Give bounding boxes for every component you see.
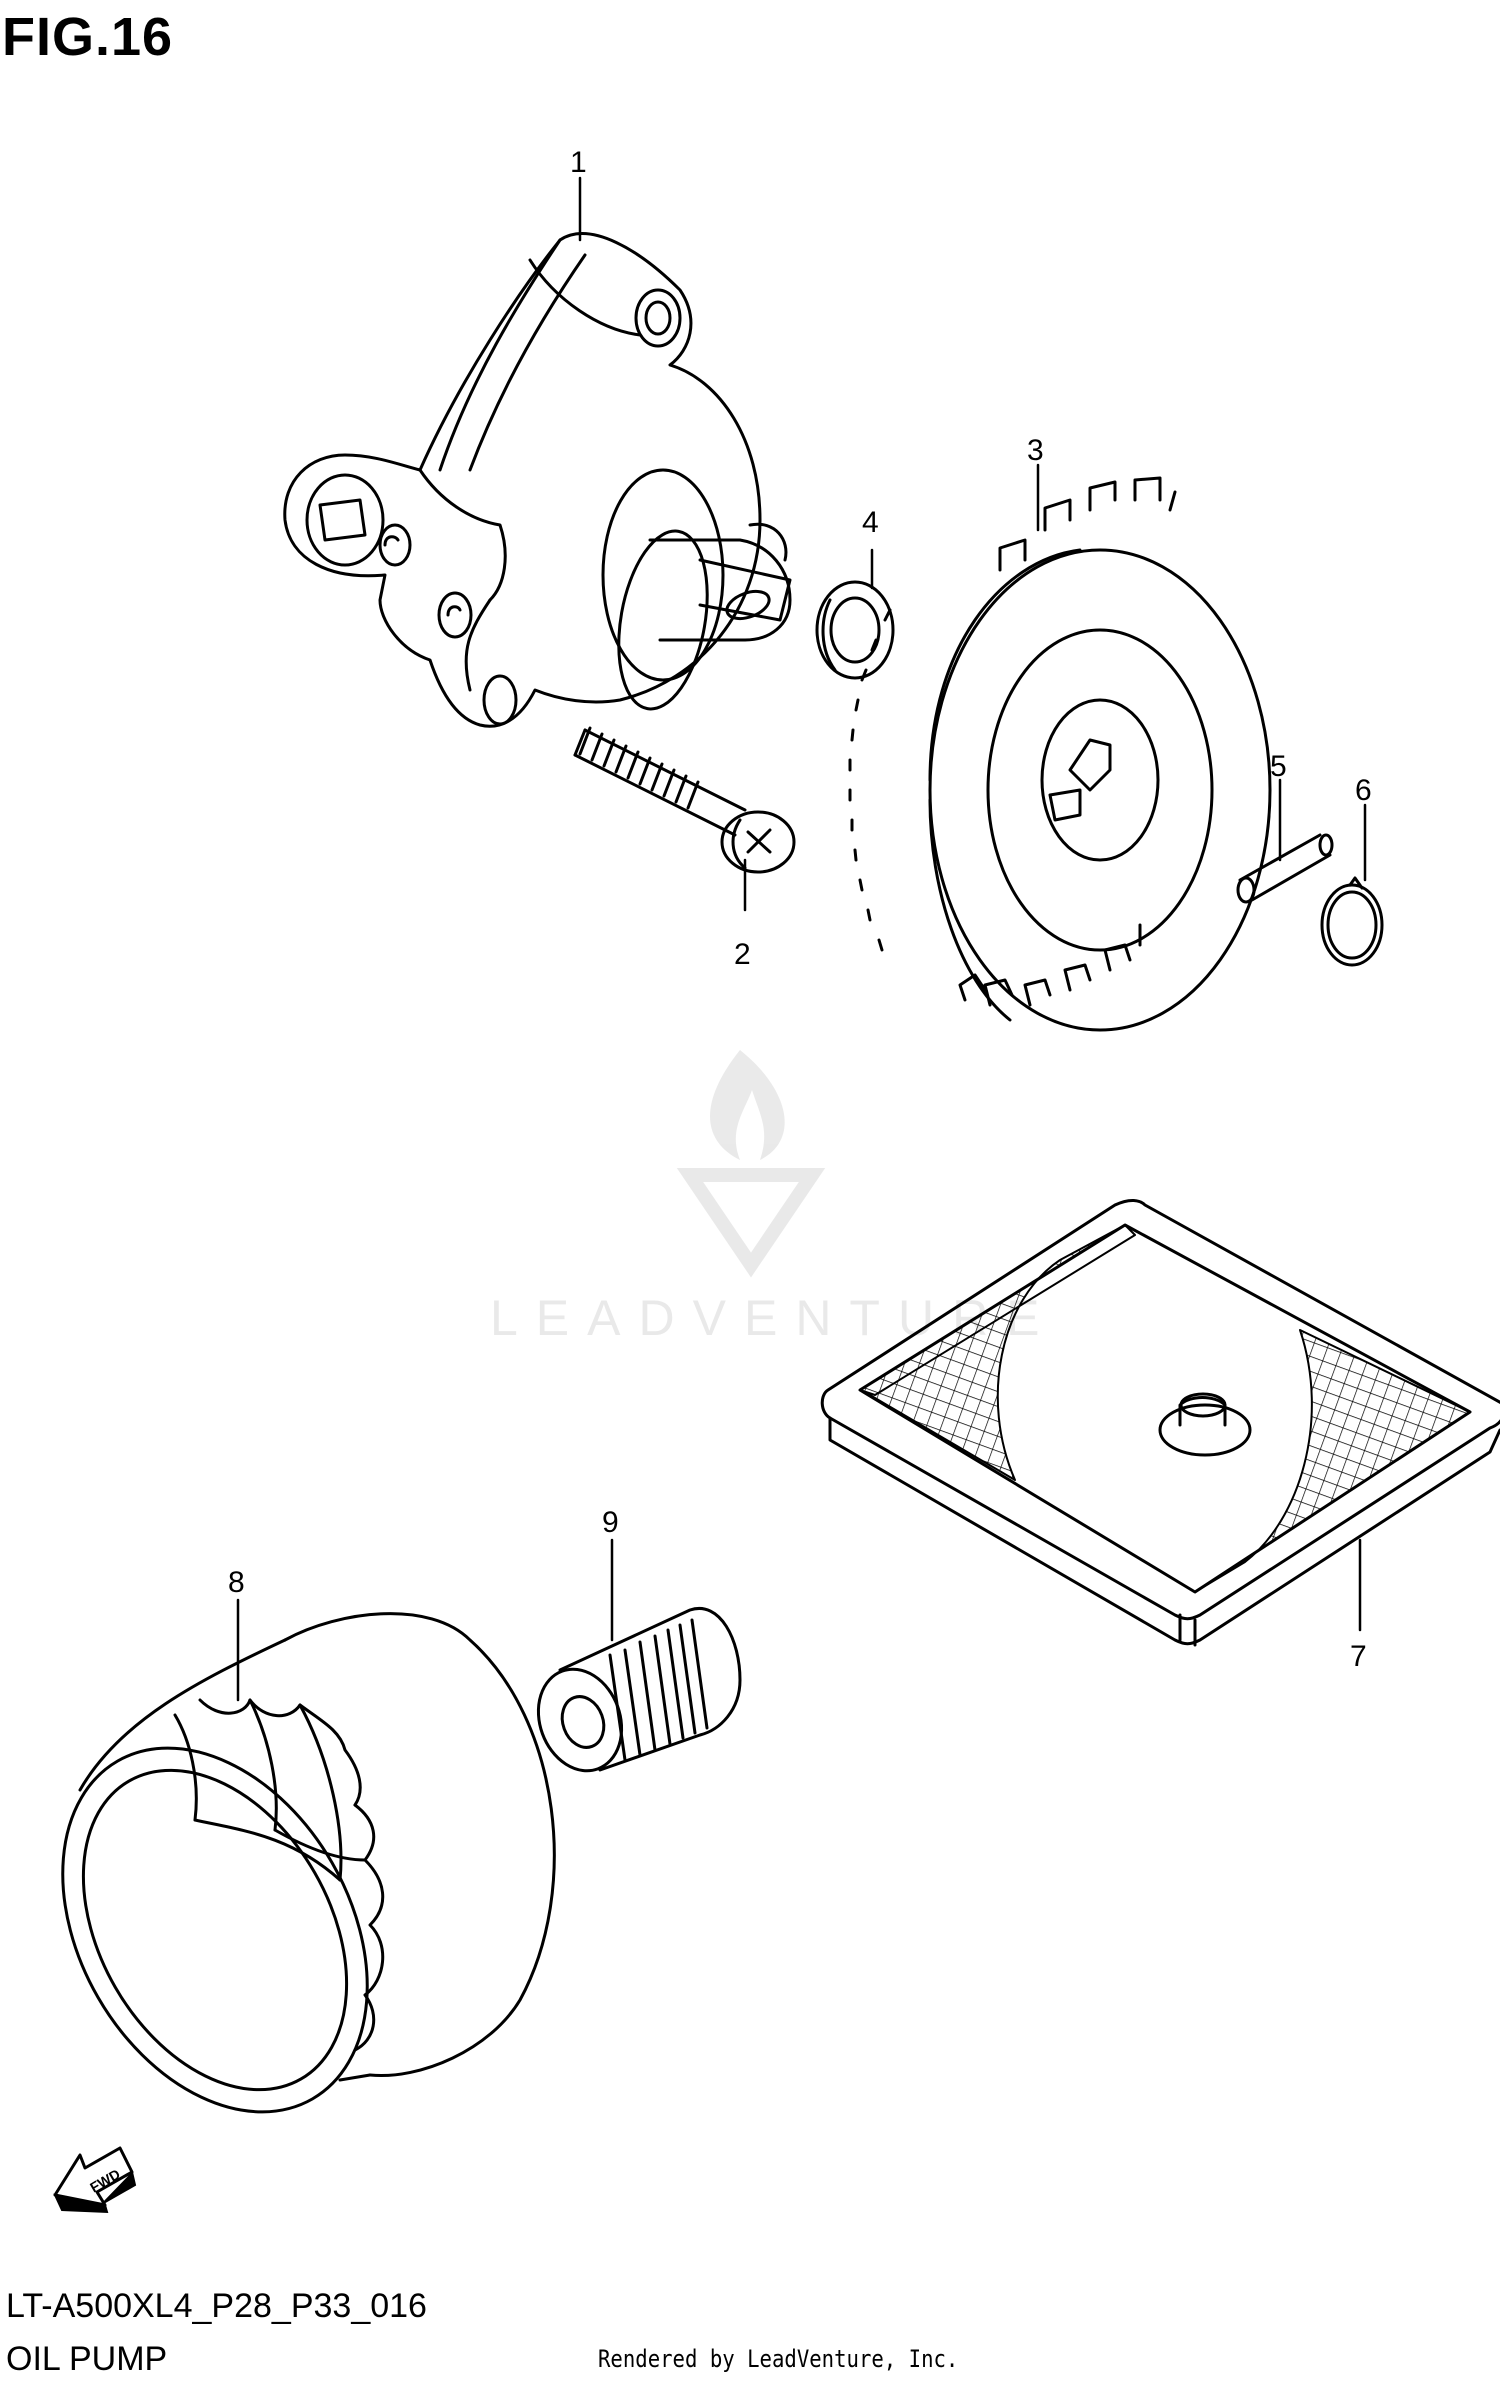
rendered-by-credit: Rendered by LeadVenture, Inc. [598,2345,959,2373]
part-1-oil-pump-assy[interactable] [283,232,792,728]
callout-5: 5 [1270,750,1287,783]
leader-lines [236,176,1367,1702]
part-5-pin[interactable] [1236,833,1334,904]
part-8-oil-filter[interactable] [1,1612,556,2167]
callout-3: 3 [1027,434,1044,467]
callout-7: 7 [1350,1640,1367,1673]
callout-2: 2 [734,938,751,971]
part-4-washer[interactable] [815,580,895,680]
callout-8: 8 [228,1566,245,1599]
part-2-bolt[interactable] [573,726,796,874]
model-code: LT-A500XL4_P28_P33_016 [6,2287,427,2325]
part-7-oil-strainer[interactable] [820,1199,1500,1647]
section-name: OIL PUMP [6,2340,168,2378]
part-9-union-bolt[interactable] [525,1606,742,1782]
figure-title: FIG.16 [2,7,174,67]
part-6-circlip[interactable] [1320,876,1384,967]
fwd-arrow-icon: FWD [53,2146,137,2214]
part-3-pump-driven-gear[interactable] [848,476,1272,1032]
callout-labels: 1 2 3 4 5 6 7 8 9 [228,146,1372,1673]
callout-1: 1 [570,146,587,179]
callout-9: 9 [602,1506,619,1539]
callout-6: 6 [1355,774,1372,807]
watermark-logo: LEADVENTURE [490,1050,1040,1346]
callout-4: 4 [862,506,879,539]
